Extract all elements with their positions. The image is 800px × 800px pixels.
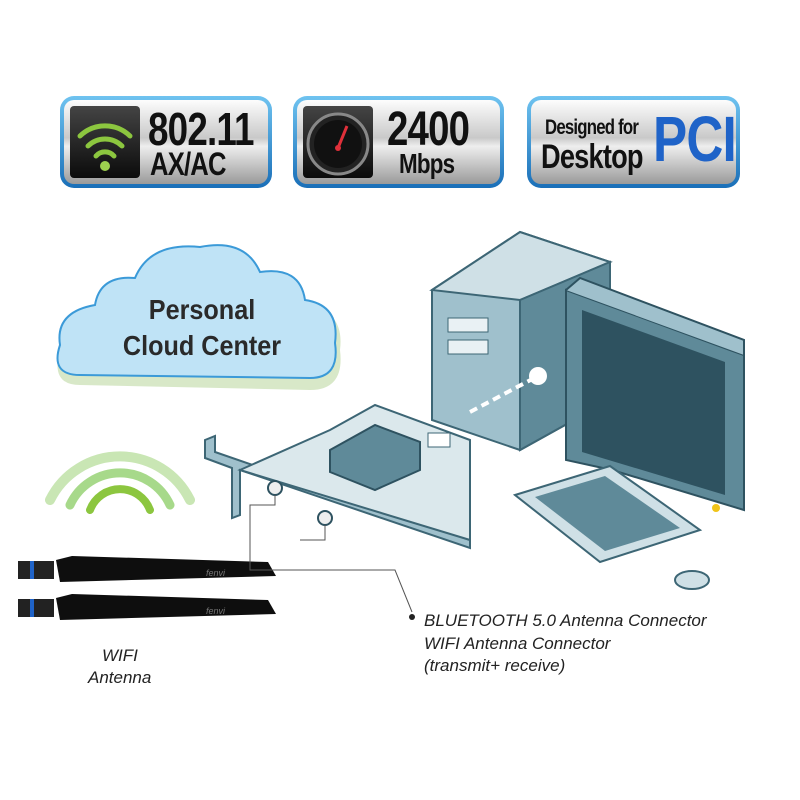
- badge-line2: Desktop: [541, 138, 644, 176]
- speedometer-icon: [303, 106, 373, 178]
- monitor-icon: [565, 276, 745, 512]
- mouse-icon: [674, 570, 710, 590]
- badge-speed: 2400 Mbps: [293, 96, 504, 188]
- cloud-line1: Personal: [148, 294, 256, 325]
- antenna-brand: fenvi: [206, 568, 226, 578]
- connector-leader-lines: [249, 495, 413, 613]
- cloud-label: Personal Cloud Center: [81, 292, 322, 364]
- badge-highlight: PCIe: [653, 103, 736, 175]
- badge-pcie: Designed for Desktop PCIe: [527, 96, 740, 188]
- cloud-line2: Cloud Center: [122, 330, 282, 361]
- wifi-signal-icon: [45, 451, 195, 514]
- antenna-label-line2: Antenna: [88, 668, 152, 687]
- wifi-connector-label: WIFI Antenna Connector: [424, 634, 611, 653]
- badge-wifi-standard: 802.11 AX/AC: [60, 96, 272, 188]
- keyboard-icon: [512, 464, 703, 564]
- connector-note: (transmit+ receive): [424, 656, 566, 675]
- badge-line2: AX/AC: [150, 146, 226, 182]
- antenna-brand: fenvi: [206, 606, 226, 616]
- pcie-card-icon: [204, 403, 471, 550]
- cloud-icon: [56, 244, 341, 390]
- badge-line1: 2400: [387, 103, 470, 156]
- bluetooth-connector-label: BLUETOOTH 5.0 Antenna Connector: [424, 611, 707, 630]
- badge-line1: 802.11: [148, 103, 255, 155]
- antenna-label-line1: WIFI: [102, 646, 138, 665]
- wifi-icon: [70, 106, 140, 178]
- antenna-icon: [18, 556, 276, 620]
- badge-line1: Designed for: [545, 116, 639, 139]
- badge-line2: Mbps: [399, 148, 455, 179]
